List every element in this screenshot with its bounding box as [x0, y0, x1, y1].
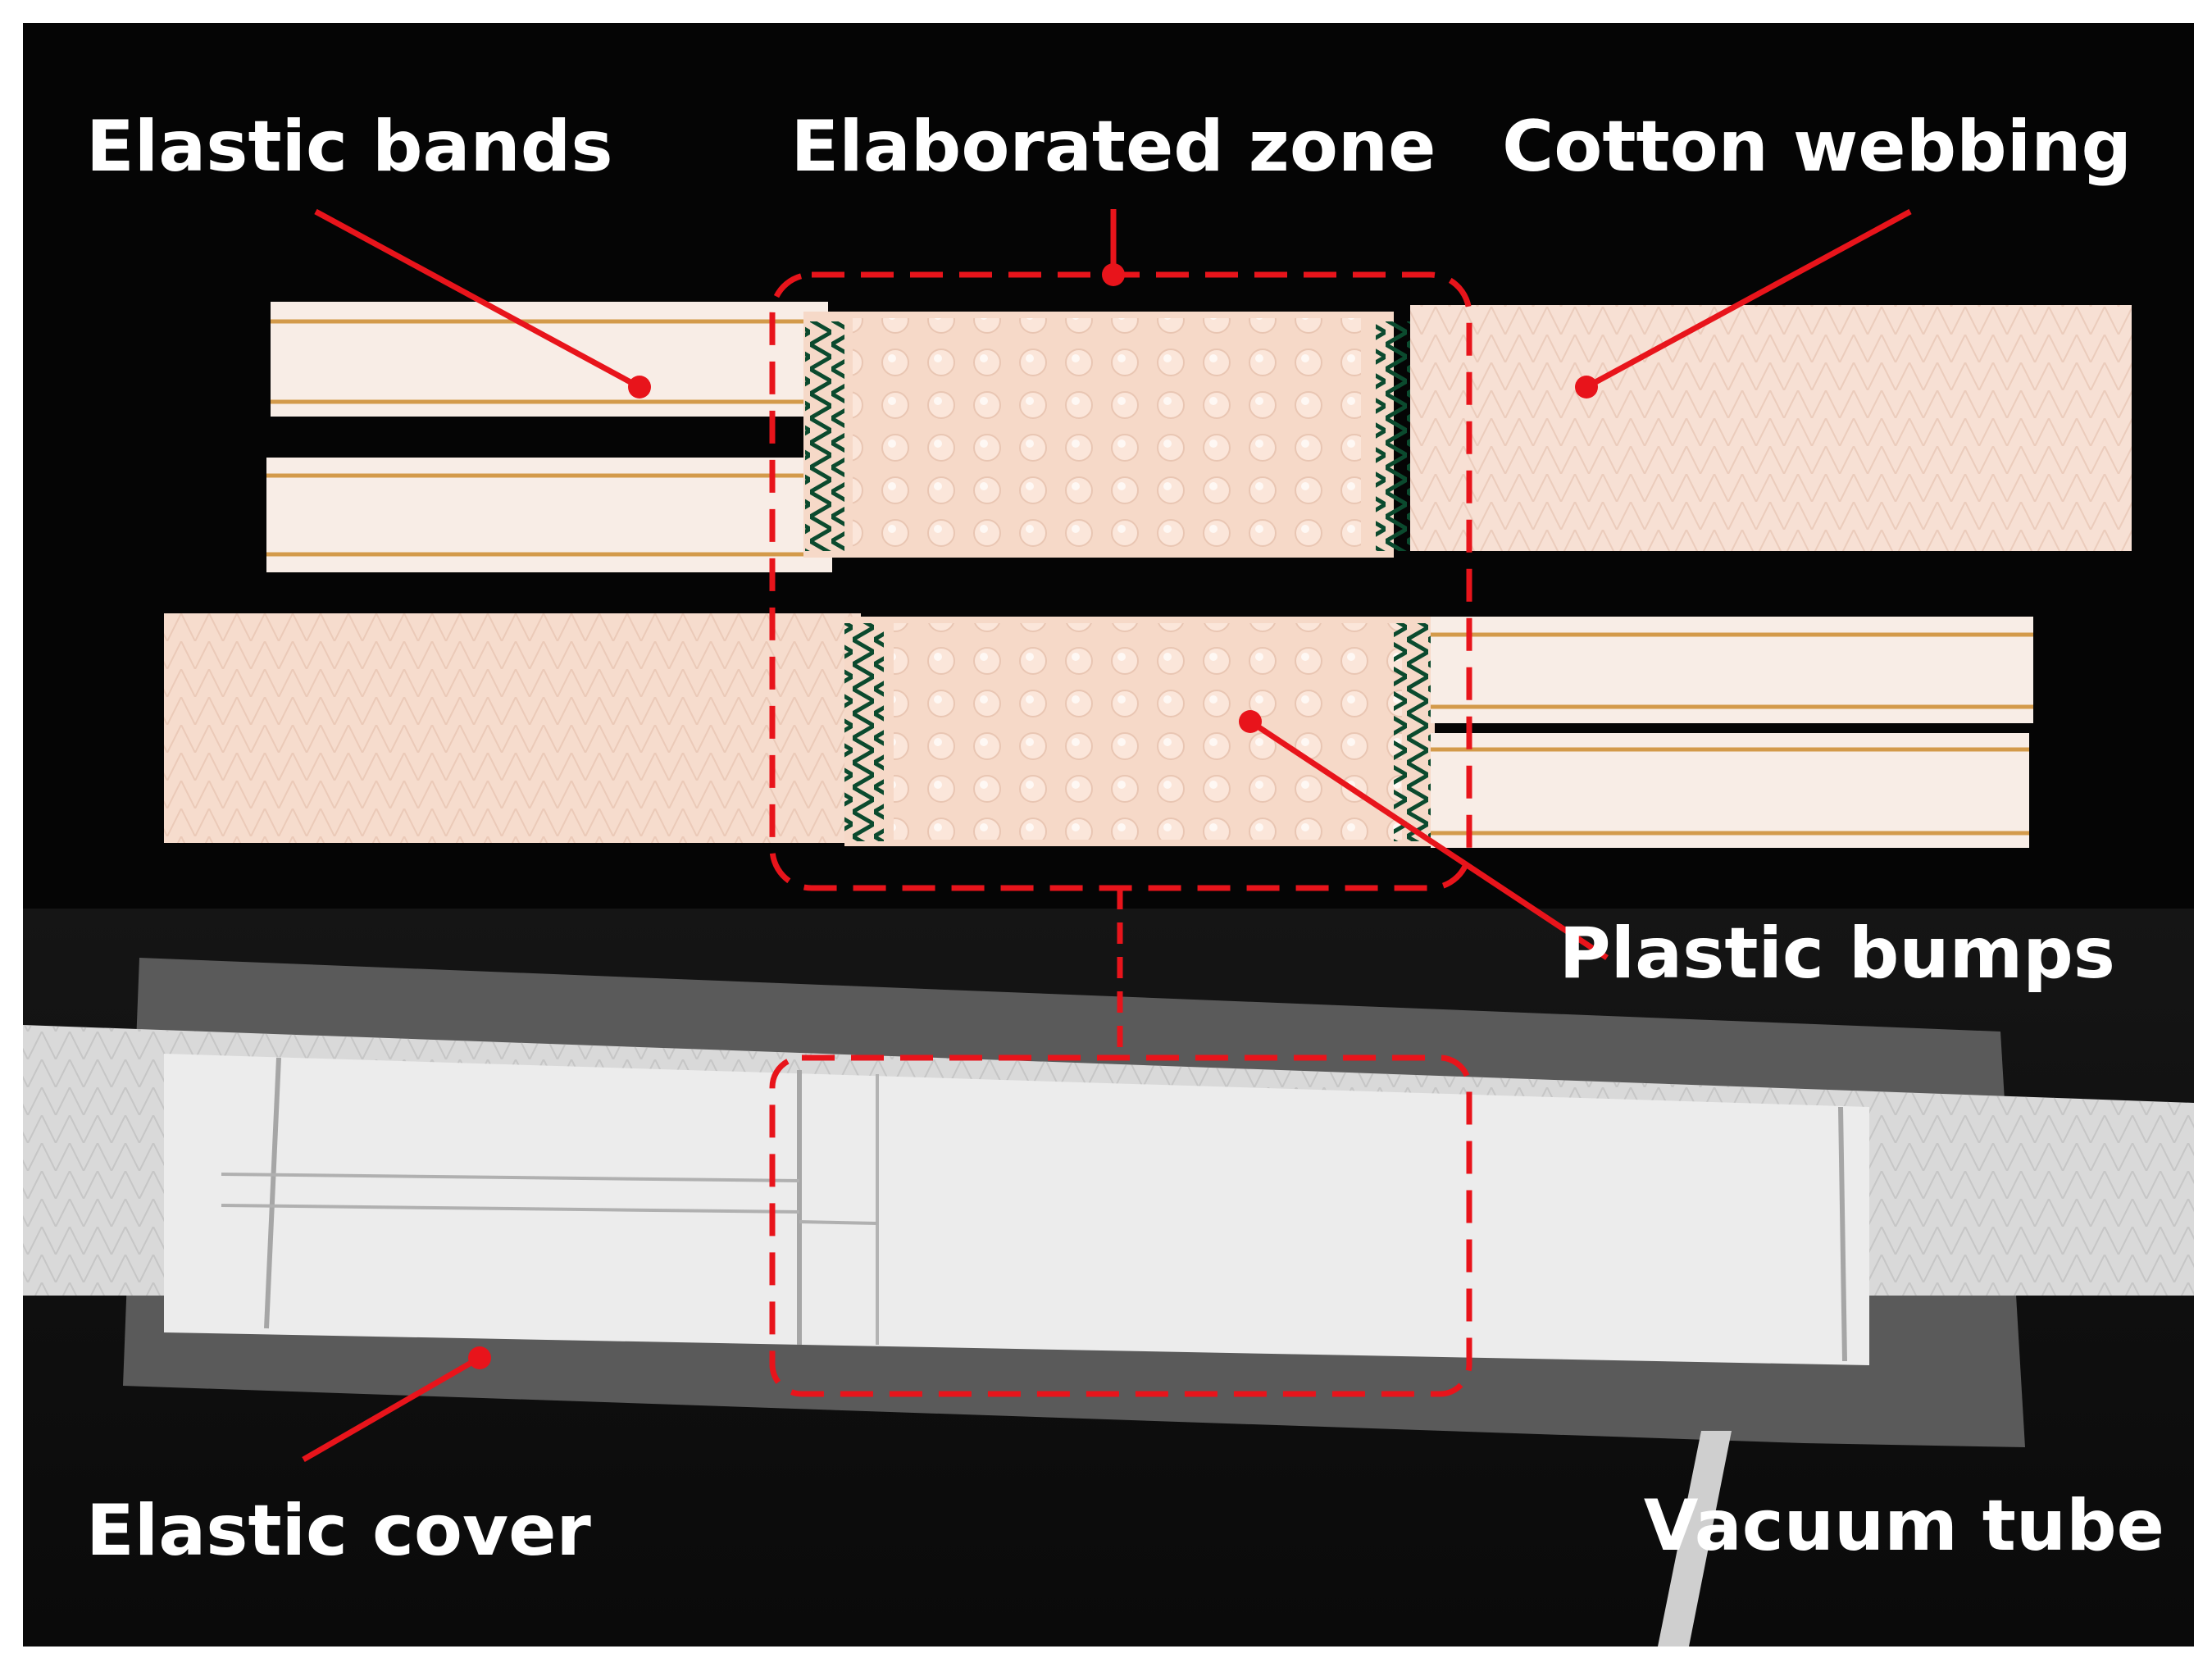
cotton-webbing-dot	[1575, 376, 1598, 399]
label-cotton-webbing: Cotton webbing	[1502, 106, 2132, 188]
cotton-webbing-leader	[1585, 208, 1912, 390]
elastic-cover-leader	[302, 1355, 481, 1463]
elaborated-zone-box-lower	[769, 1054, 1472, 1397]
elastic-cover-dot	[468, 1346, 491, 1369]
label-plastic-bumps: Plastic bumps	[1559, 913, 2115, 995]
plastic-bumps-leader	[1249, 719, 1609, 960]
plastic-bumps-dot	[1239, 710, 1262, 733]
elastic-bands-leader	[314, 208, 641, 390]
inner-panel	[164, 1054, 1869, 1365]
label-vacuum-tube: Vacuum tube	[1644, 1485, 2164, 1567]
green-stitching	[1394, 623, 1433, 841]
vacuum-tube	[1658, 1431, 1732, 1647]
green-stitching	[1376, 321, 1415, 551]
elastic-band	[271, 302, 828, 417]
label-elastic-bands: Elastic bands	[86, 106, 613, 188]
top-strip-lower	[164, 613, 2033, 848]
elastic-bands-dot	[628, 376, 651, 399]
green-stitching	[844, 623, 884, 841]
covered-assembly	[23, 958, 2194, 1647]
leader-dots	[468, 263, 1598, 1369]
elastic-band	[1431, 733, 2029, 848]
zone-stem-dot	[1102, 263, 1125, 286]
top-strip-upper	[266, 302, 2132, 572]
green-stitching	[805, 321, 844, 551]
annotations	[302, 208, 1912, 1463]
label-elastic-cover: Elastic cover	[86, 1490, 591, 1572]
label-elaborated-zone: Elaborated zone	[791, 106, 1436, 188]
